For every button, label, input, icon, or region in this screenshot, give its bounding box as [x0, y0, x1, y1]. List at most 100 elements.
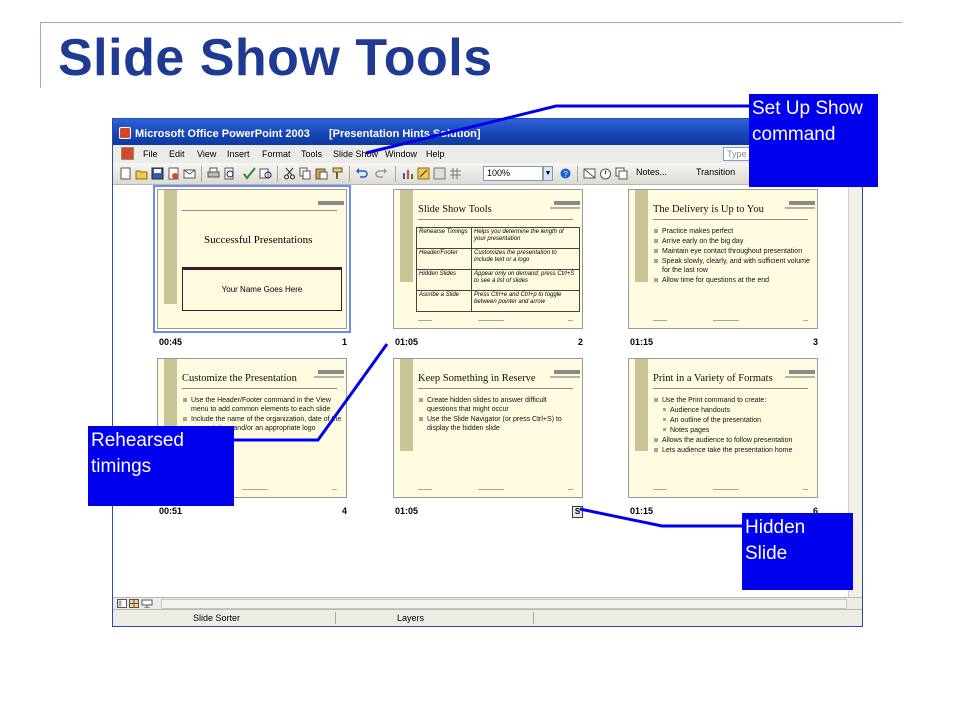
slide-title: The Delivery is Up to You: [653, 204, 764, 215]
slide-accent-bar: [164, 190, 177, 304]
list-item: Notes pages: [653, 426, 813, 435]
menu-window[interactable]: Window: [385, 149, 418, 159]
normal-view-icon[interactable]: [117, 599, 127, 608]
research-icon[interactable]: [259, 167, 272, 180]
svg-text:?: ?: [563, 170, 568, 179]
setup-leader: [365, 104, 750, 155]
print-icon[interactable]: [207, 167, 220, 180]
document-icon[interactable]: [121, 147, 134, 160]
horizontal-scrollbar[interactable]: [161, 599, 847, 609]
slide-thumbnail-1[interactable]: Successful Presentations Your Name Goes …: [153, 185, 351, 333]
slide-title: Keep Something in Reserve: [418, 373, 536, 384]
grid-icon[interactable]: [449, 167, 462, 180]
menu-file[interactable]: File: [143, 149, 158, 159]
list-item: An outline of the presentation: [653, 416, 813, 425]
hidden-slide-callout: Hidden Slide: [742, 513, 853, 590]
slide-title: Customize the Presentation: [182, 373, 297, 384]
slide-timing: 00:45: [159, 337, 183, 347]
help-icon[interactable]: ?: [559, 167, 572, 180]
save-icon[interactable]: [151, 167, 164, 180]
zoom-select[interactable]: 100%: [483, 166, 543, 181]
hide-slide-icon[interactable]: [583, 167, 596, 180]
transition-button[interactable]: Transition: [696, 167, 736, 177]
list-item: Practice makes perfect: [653, 227, 813, 236]
slide-sorter-view-icon[interactable]: [129, 599, 139, 608]
status-view-name: Slide Sorter: [193, 613, 241, 623]
menu-slide-show[interactable]: Slide Show: [333, 149, 379, 159]
document-title: [Presentation Hints Solution]: [329, 128, 481, 140]
slide-accent: [550, 376, 580, 378]
menu-view[interactable]: View: [197, 149, 217, 159]
slide-bullets: Use the Header/Footer command in the Vie…: [182, 396, 342, 434]
email-icon[interactable]: [183, 167, 196, 180]
slide-rule: [418, 219, 573, 220]
slide-rule: [182, 388, 337, 389]
notes-button[interactable]: Notes...: [636, 167, 668, 177]
list-item: Use the Header/Footer command in the Vie…: [182, 396, 342, 414]
chart-icon[interactable]: [401, 167, 414, 180]
slide-thumbnail-5[interactable]: Keep Something in Reserve Create hidden …: [393, 358, 583, 498]
undo-icon[interactable]: [355, 167, 368, 180]
table-cell: Press Ctrl+e and Ctrl+p to toggle betwee…: [471, 290, 580, 312]
slide-accent-bar: [635, 190, 648, 282]
slide-footer: [653, 320, 813, 322]
slide-show-view-icon[interactable]: [141, 599, 153, 608]
format-painter-icon[interactable]: [331, 167, 344, 180]
print-preview-icon[interactable]: [223, 167, 236, 180]
new-icon[interactable]: [119, 167, 132, 180]
toolbar-separator: [349, 166, 350, 182]
top-rule: [40, 22, 902, 23]
slide-title: Print in a Variety of Formats: [653, 373, 773, 384]
menu-help[interactable]: Help: [426, 149, 445, 159]
slide-thumbnail-3[interactable]: The Delivery is Up to You Practice makes…: [628, 189, 818, 329]
slide-number: 6: [812, 506, 818, 516]
toolbar-separator: [395, 166, 396, 182]
powerpoint-app-icon[interactable]: [119, 127, 131, 139]
slide-timing: 00:51: [159, 506, 183, 516]
slide-bullets: Practice makes perfect Arrive early on t…: [653, 227, 813, 286]
slide-rule: [653, 219, 808, 220]
toolbar-separator: [577, 166, 578, 182]
zoom-dropdown-arrow-icon[interactable]: ▼: [543, 166, 553, 181]
slide-title: Successful Presentations: [204, 234, 313, 246]
window-title: Microsoft Office PowerPoint 2003: [135, 128, 310, 140]
slide-subtitle-box: Your Name Goes Here: [182, 267, 342, 311]
slide-accent: [785, 207, 815, 209]
status-divider: [335, 612, 336, 624]
menu-tools[interactable]: Tools: [301, 149, 323, 159]
powerpoint-window: Microsoft Office PowerPoint 2003 [Presen…: [112, 118, 863, 627]
paste-icon[interactable]: [315, 167, 328, 180]
rehearsed-timings-callout: Rehearsed timings: [88, 426, 234, 506]
status-divider: [533, 612, 534, 624]
list-item: Use the Slide Navigator (or press Ctrl+S…: [418, 415, 578, 433]
slide-timing: 01:15: [630, 506, 654, 516]
menu-format[interactable]: Format: [262, 149, 291, 159]
copy-icon[interactable]: [299, 167, 312, 180]
list-item: Include the name of the organization, da…: [182, 415, 342, 433]
spelling-icon[interactable]: [243, 167, 256, 180]
redo-icon[interactable]: [375, 167, 388, 180]
slide-accent: [785, 376, 815, 378]
slide-number: 4: [341, 506, 347, 516]
slide-accent-bar: [400, 190, 413, 282]
vertical-scrollbar[interactable]: [848, 185, 862, 597]
slide-bullets: Create hidden slides to answer difficult…: [418, 396, 578, 434]
menu-insert[interactable]: Insert: [227, 149, 250, 159]
slide-footer: [653, 489, 813, 491]
page-title: Slide Show Tools: [58, 29, 493, 87]
permission-icon[interactable]: [167, 167, 180, 180]
list-item: Audience handouts: [653, 406, 813, 415]
slide-accent: [318, 201, 344, 205]
open-icon[interactable]: [135, 167, 148, 180]
cut-icon[interactable]: [283, 167, 296, 180]
show-formatting-icon[interactable]: [433, 167, 446, 180]
slide-thumbnail-6[interactable]: Print in a Variety of Formats Use the Pr…: [628, 358, 818, 498]
rehearse-timings-icon[interactable]: [599, 167, 612, 180]
slide-accent-bar: [400, 359, 413, 451]
menu-edit[interactable]: Edit: [169, 149, 185, 159]
summary-slide-icon[interactable]: [615, 167, 628, 180]
expand-all-icon[interactable]: [417, 167, 430, 180]
standard-toolbar: 100% ▼ ? Notes... Transition: [113, 163, 862, 185]
